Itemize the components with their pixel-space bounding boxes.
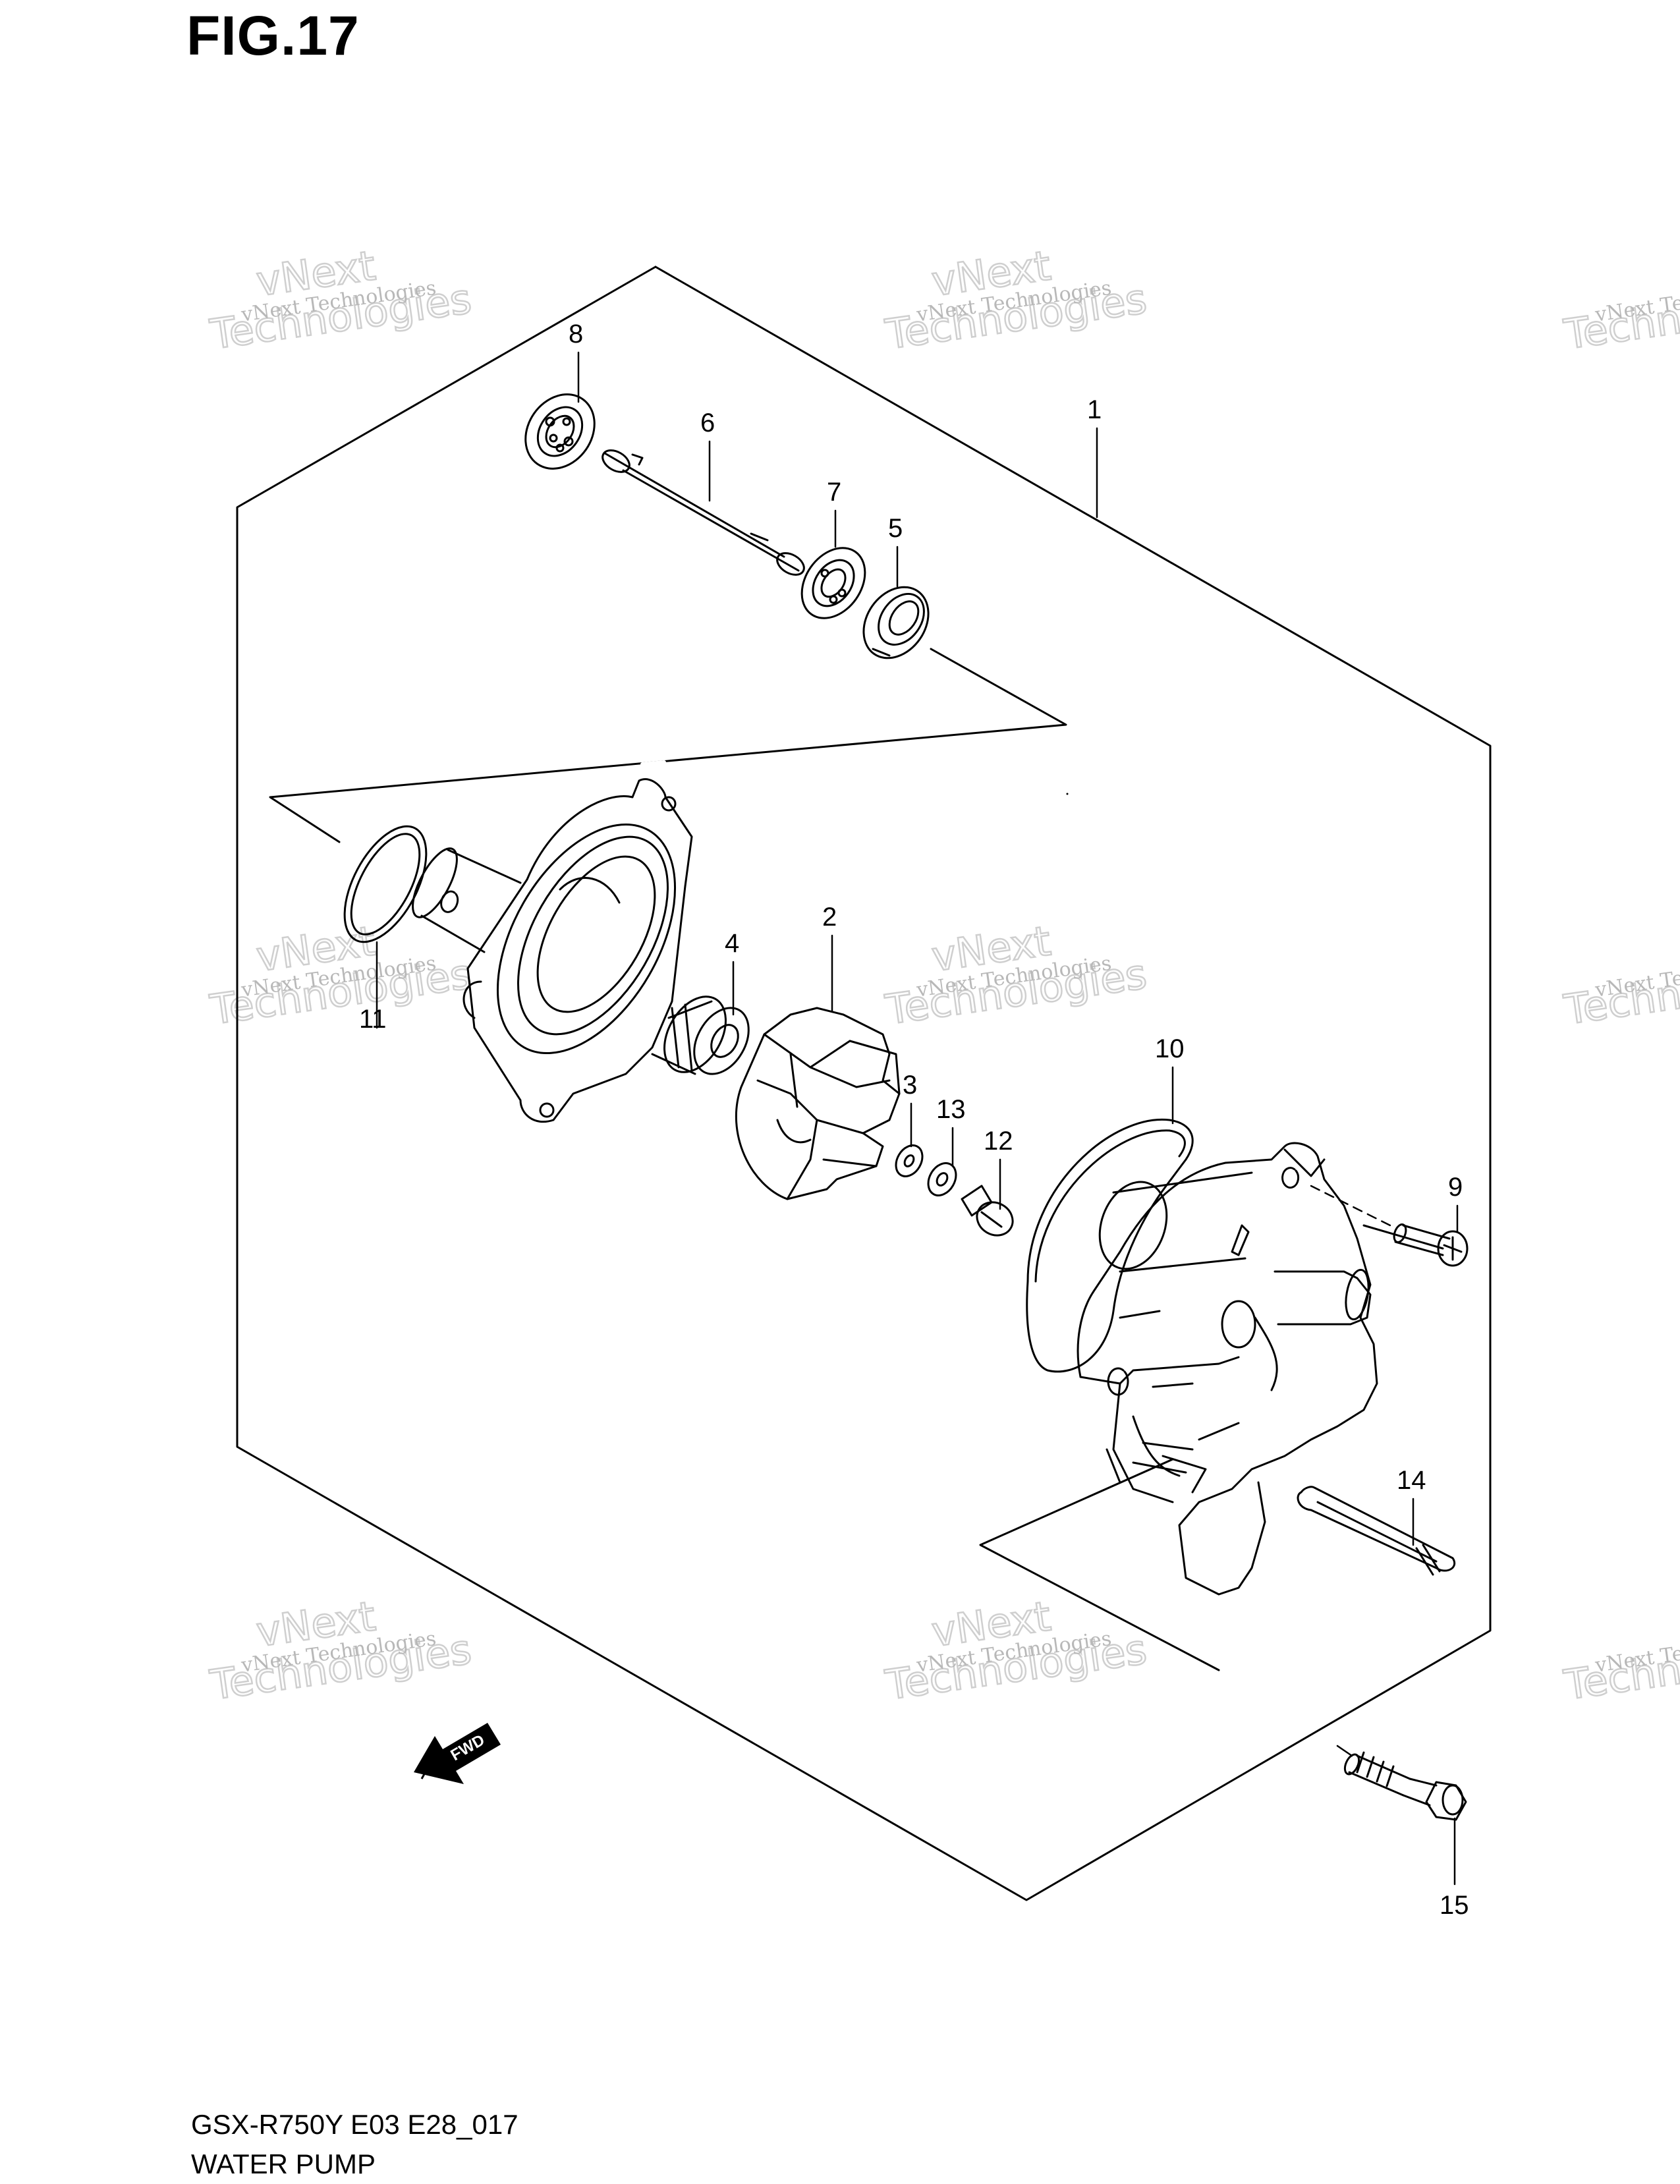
watermark: Technologies vNext Technologies (1560, 1624, 1680, 1710)
callout-10: 10 (1155, 1034, 1185, 1063)
callout-5: 5 (888, 514, 903, 543)
oil-seal-part-5 (862, 586, 930, 659)
callout-4: 4 (725, 929, 739, 958)
callout-8: 8 (569, 320, 583, 349)
callout-11: 11 (359, 1005, 387, 1034)
bearing-part-7 (800, 547, 866, 619)
section-line-upper (269, 648, 1067, 843)
callout-labels: 1 2 3 4 5 6 7 8 9 10 11 12 13 14 15 (359, 320, 1469, 1920)
callout-12: 12 (984, 1127, 1013, 1156)
callout-3: 3 (903, 1071, 917, 1100)
washer-part-13 (927, 1162, 957, 1196)
watermark: Technologies vNext vNext Technologies (206, 1591, 475, 1710)
pump-body (1077, 1142, 1378, 1596)
gasket-part-10-inner (1034, 1129, 1186, 1283)
washer-part-3 (895, 1144, 924, 1177)
clip-part-14 (1297, 1486, 1455, 1576)
gasket-part-10 (1026, 1118, 1194, 1373)
figure-name: WATER PUMP (191, 2148, 376, 2179)
section-line-lower (979, 1458, 1220, 1671)
callout-2: 2 (822, 903, 837, 932)
mechanical-seal-part-4 (651, 995, 750, 1075)
pump-housing-cover (412, 778, 693, 1123)
impeller-part-2 (735, 1007, 901, 1200)
washer-part-13-hole (936, 1172, 949, 1187)
leader-dashed-15 (1336, 1745, 1353, 1757)
watermark: Technologies vNext vNext Technologies (882, 916, 1150, 1035)
assembly-outline (236, 266, 1492, 1901)
callout-14: 14 (1397, 1466, 1426, 1495)
bolt-part-9 (1362, 1223, 1469, 1267)
callout-15: 15 (1440, 1891, 1469, 1920)
callout-13: 13 (936, 1095, 966, 1124)
callout-6: 6 (700, 408, 715, 437)
shaft-part-6 (602, 449, 805, 576)
section-gap (640, 760, 666, 766)
bolt-part-12 (961, 1185, 1014, 1237)
watermark-group: Technologies vNext vNext Technologies Te… (206, 240, 1680, 1710)
watermark: Technologies vNext vNext Technologies (882, 1591, 1150, 1710)
figure-caption: GSX-R750Y E03 E28_017 WATER PUMP (191, 2105, 518, 2184)
model-code: GSX-R750Y E03 E28_017 (191, 2109, 518, 2140)
washer-part-3-hole (903, 1154, 915, 1167)
callout-7: 7 (827, 478, 841, 507)
watermark: Technologies vNext vNext Technologies (206, 240, 475, 360)
figure-title: FIG.17 (186, 5, 360, 67)
bearing-part-8 (524, 393, 596, 470)
forward-arrow-icon: FWD (414, 1723, 501, 1784)
watermark: Technologies vNext Technologies (1560, 949, 1680, 1034)
callout-9: 9 (1448, 1173, 1463, 1202)
watermark: Technologies vNext Technologies (1560, 273, 1680, 359)
callout-1: 1 (1087, 395, 1102, 424)
watermark: Technologies vNext vNext Technologies (882, 240, 1150, 360)
bolt-part-15 (1343, 1751, 1467, 1821)
